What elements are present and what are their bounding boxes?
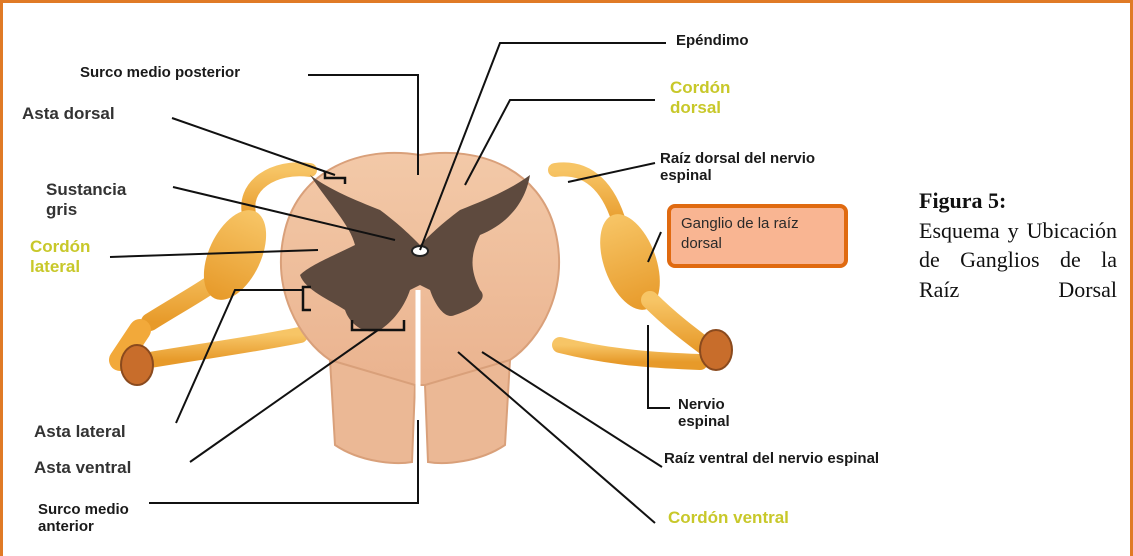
ganglio-highlight-box: Ganglio de la raíz dorsal xyxy=(667,204,848,268)
caption-text: Esquema y Ubicación de Ganglios de la Ra… xyxy=(919,216,1117,305)
label-ependimo: Epéndimo xyxy=(676,32,749,49)
spinal-cord-section xyxy=(281,153,559,470)
caption-figure-number: Figura 5: xyxy=(919,186,1117,216)
label-asta-dorsal: Asta dorsal xyxy=(22,104,115,124)
label-cordon-ventral: Cordón ventral xyxy=(668,508,789,528)
figure-caption: Figura 5: Esquema y Ubicación de Ganglio… xyxy=(919,186,1117,305)
right-spinal-nerve xyxy=(555,169,732,370)
label-cordon-lateral: Cordón lateral xyxy=(30,237,110,276)
label-nervio-espinal: Nervio espinal xyxy=(678,396,758,431)
label-surco-medio-anterior: Surco medio anterior xyxy=(38,501,148,536)
label-cordon-dorsal: Cordón dorsal xyxy=(670,78,750,117)
label-raiz-ventral: Raíz ventral del nervio espinal xyxy=(664,450,894,467)
label-raiz-dorsal: Raíz dorsal del nervio espinal xyxy=(660,150,870,185)
label-sustancia-gris: Sustancia gris xyxy=(46,180,156,219)
label-asta-ventral: Asta ventral xyxy=(34,458,131,478)
label-ganglio-raiz-dorsal: Ganglio de la raíz dorsal xyxy=(681,214,834,253)
label-surco-medio-posterior: Surco medio posterior xyxy=(80,64,240,81)
label-asta-lateral: Asta lateral xyxy=(34,422,126,442)
